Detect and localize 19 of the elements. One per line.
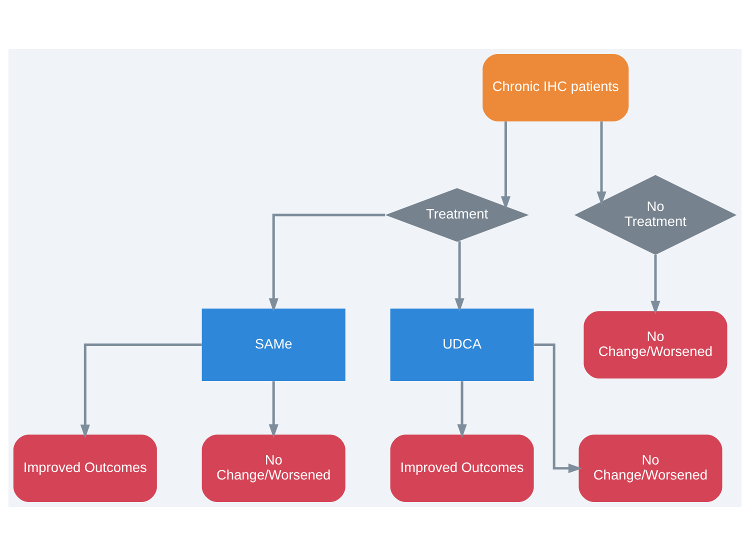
node-box: No Change/Worsened: [578, 434, 722, 502]
arrow: [80, 344, 202, 438]
arrow: [268, 214, 386, 312]
arrow: [534, 344, 582, 474]
node-box: Improved Outcomes: [390, 434, 534, 502]
arrow: [650, 254, 660, 315]
node-diamond: No Treatment: [574, 175, 737, 255]
arrow: [596, 121, 606, 206]
arrow: [457, 381, 467, 438]
arrow: [454, 241, 464, 312]
arrow: [268, 381, 278, 438]
node-box: SAMe: [202, 308, 346, 381]
node-box: No Change/Worsened: [202, 434, 346, 502]
arrow: [500, 121, 511, 210]
node-box: No Change/Worsened: [584, 311, 728, 378]
node-box: UDCA: [390, 308, 534, 381]
node-diamond: Treatment: [385, 188, 529, 242]
node-box: Chronic IHC patients: [482, 54, 629, 122]
node-box: Improved Outcomes: [13, 434, 157, 502]
